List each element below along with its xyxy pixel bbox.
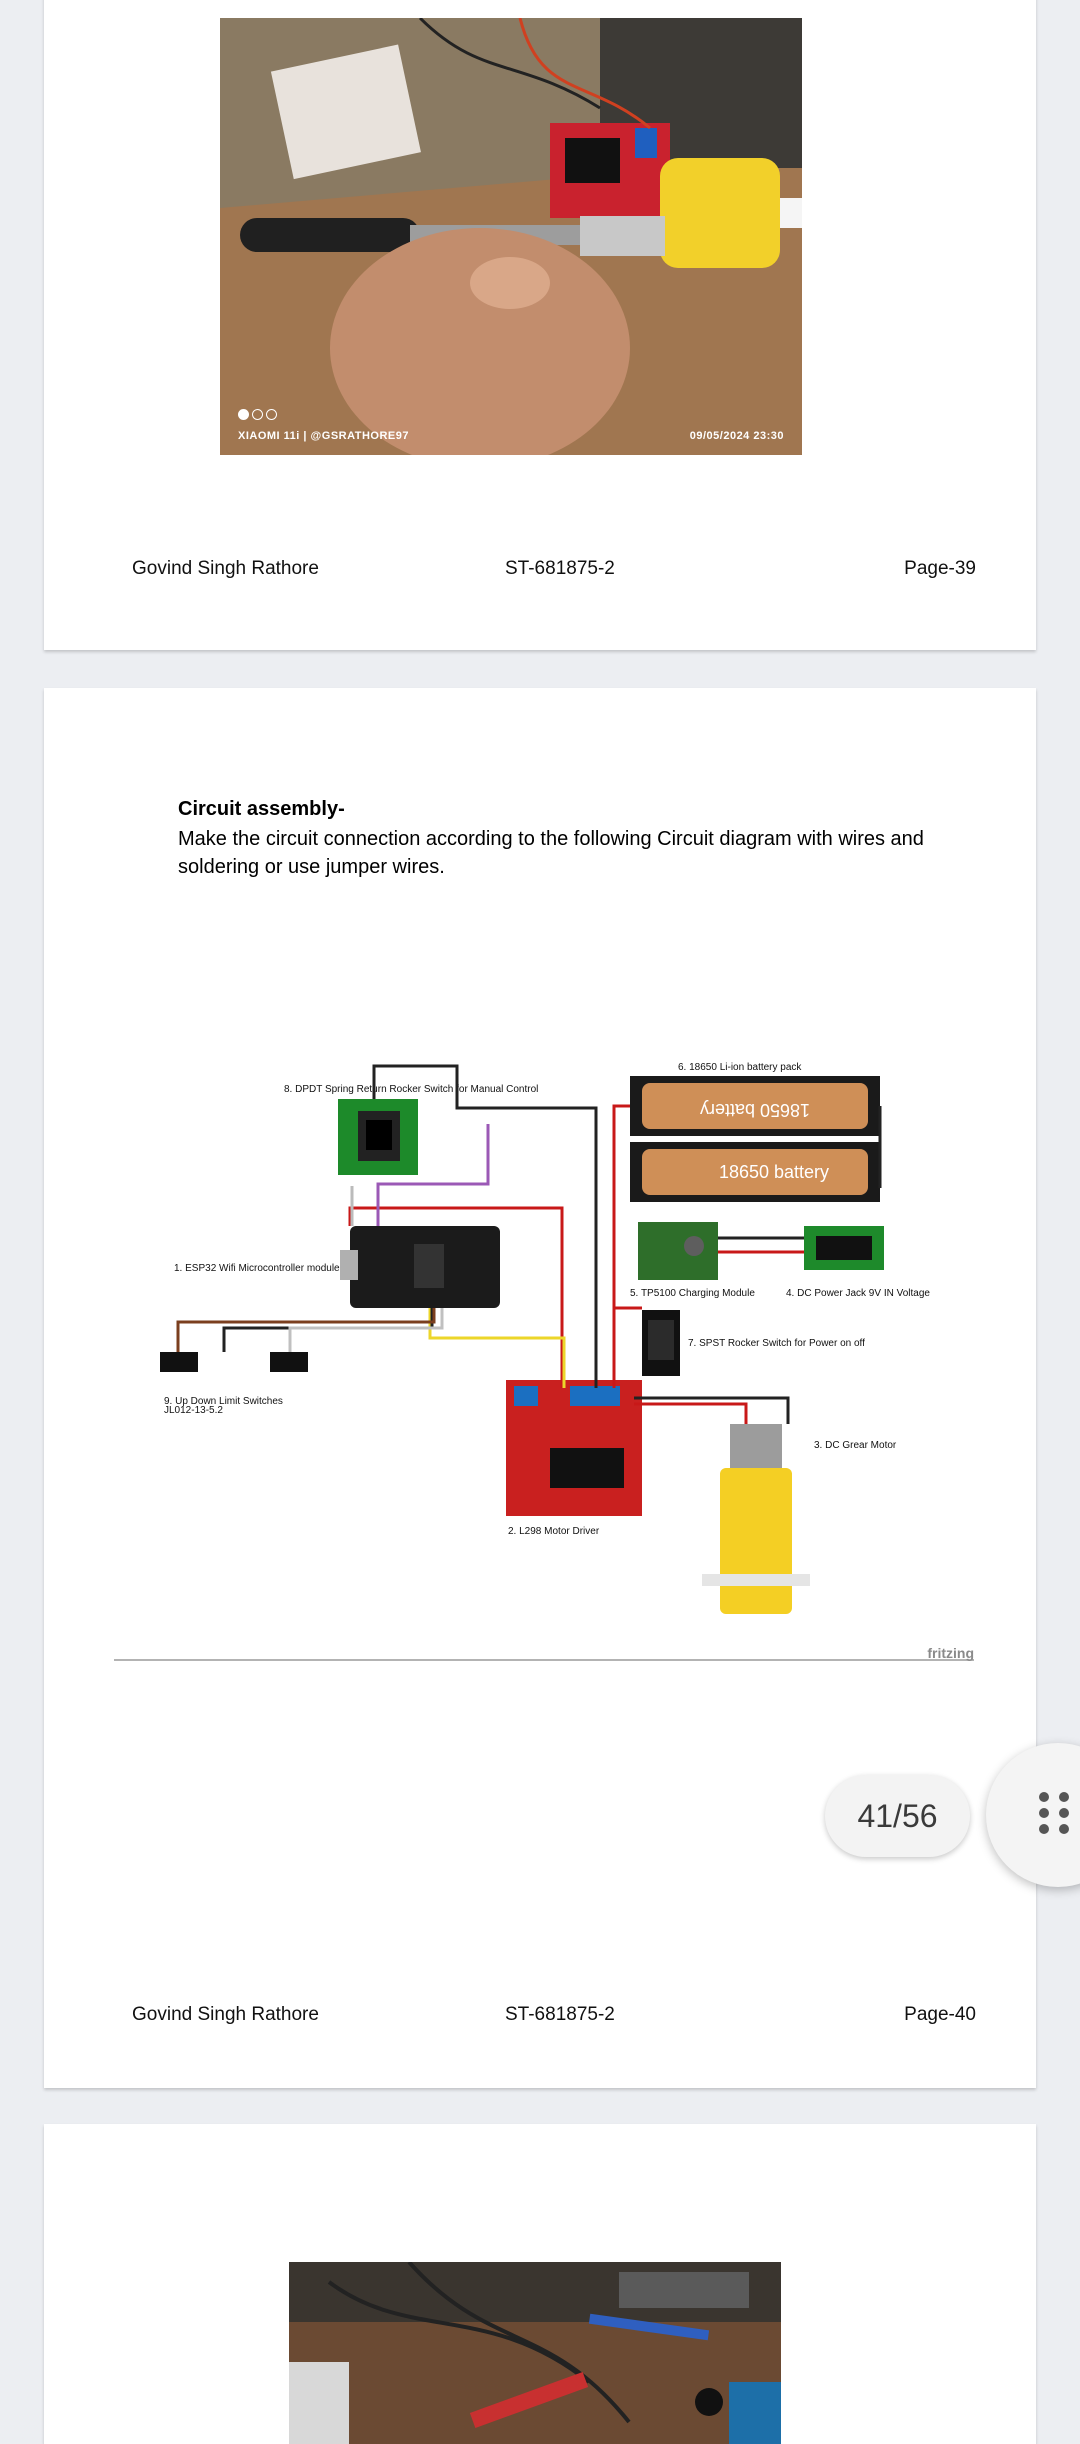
motor-gearbox-head <box>730 1424 782 1468</box>
photo-workbench <box>289 2262 781 2444</box>
camera-lens-dots-icon <box>238 407 280 425</box>
grid-dots-icon <box>1039 1792 1069 1834</box>
footer-author: Govind Singh Rathore <box>132 2004 319 2025</box>
page-footer: Govind Singh Rathore ST-681875-2 Page-40 <box>44 2004 1036 2034</box>
label-dpdt-switch: 8. DPDT Spring Return Rocker Switch for … <box>284 1084 538 1095</box>
battery-cell-2-text: 18650 battery <box>719 1162 829 1182</box>
document-page-41 <box>44 2124 1036 2444</box>
document-page-39: XIAOMI 11i | @GSRATHORE97 09/05/2024 23:… <box>44 0 1036 650</box>
photo-image <box>220 18 802 455</box>
section-heading: Circuit assembly- <box>178 798 345 820</box>
dc-gear-motor <box>720 1468 792 1614</box>
footer-student-id: ST-681875-2 <box>505 2004 615 2025</box>
label-spst-switch: 7. SPST Rocker Switch for Power on off <box>688 1338 865 1349</box>
label-dc-motor: 3. DC Grear Motor <box>814 1440 897 1451</box>
camera-watermark: XIAOMI 11i | @GSRATHORE97 09/05/2024 23:… <box>220 385 802 455</box>
label-dc-jack: 4. DC Power Jack 9V IN Voltage <box>786 1288 930 1299</box>
footer-page-number: Page-40 <box>904 2004 976 2025</box>
limit-switch-2 <box>270 1352 308 1372</box>
label-battery-pack: 6. 18650 Li-ion battery pack <box>678 1062 802 1073</box>
photo-image <box>289 2262 781 2444</box>
footer-page-number: Page-39 <box>904 558 976 579</box>
section-body-text: Make the circuit connection according to… <box>178 828 924 878</box>
page-counter[interactable]: 41/56 <box>825 1775 970 1857</box>
limit-switch-1 <box>160 1352 198 1372</box>
battery-cell-2 <box>642 1149 868 1195</box>
circuit-diagram: fritzing 8. DPDT Spring Return Rocker Sw… <box>114 1062 974 1661</box>
label-limit-switches-part: JL012-13-5.2 <box>164 1405 223 1416</box>
photo-soldering-iron: XIAOMI 11i | @GSRATHORE97 09/05/2024 23:… <box>220 18 802 455</box>
label-limit-switches: 9. Up Down Limit Switches <box>164 1396 283 1407</box>
diagram-wires <box>176 1064 882 1424</box>
photo-datetime-text: 09/05/2024 23:30 <box>689 430 784 442</box>
battery-cell-1 <box>642 1083 868 1129</box>
label-l298-driver: 2. L298 Motor Driver <box>508 1526 600 1537</box>
page-footer: Govind Singh Rathore ST-681875-2 Page-39 <box>44 558 1036 588</box>
battery-cell-1-text: 18650 battery <box>700 1100 810 1120</box>
document-page-40: Circuit assembly- Make the circuit conne… <box>44 688 1036 2088</box>
label-esp32: 1. ESP32 Wifi Microcontroller module <box>174 1263 340 1274</box>
camera-model-text: XIAOMI 11i | @GSRATHORE97 <box>238 430 409 442</box>
label-tp5100: 5. TP5100 Charging Module <box>630 1288 755 1299</box>
fritzing-logo-text: fritzing <box>927 1645 974 1661</box>
tp5100-module <box>638 1222 718 1280</box>
footer-author: Govind Singh Rathore <box>132 558 319 579</box>
footer-student-id: ST-681875-2 <box>505 558 615 579</box>
